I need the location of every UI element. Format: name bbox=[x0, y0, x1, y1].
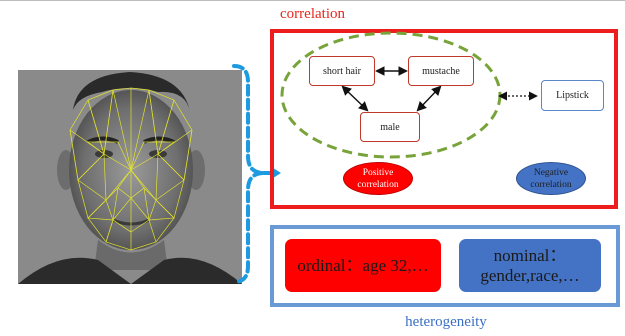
correlation-title: correlation bbox=[280, 6, 345, 22]
ordinal-type: ordinal：age 32,… bbox=[285, 239, 441, 292]
nominal-type: nominal：gender,race,… bbox=[459, 239, 601, 292]
top-divider bbox=[0, 0, 625, 1]
correlation-panel bbox=[270, 29, 618, 209]
node-mustache: mustache bbox=[408, 56, 474, 86]
heterogeneity-title: heterogeneity bbox=[405, 314, 487, 330]
node-lipstick: Lipstick bbox=[541, 80, 604, 111]
positive-correlation-legend: Positive correlation bbox=[343, 162, 413, 195]
node-male: male bbox=[360, 112, 420, 142]
negative-correlation-legend: Negative correlation bbox=[516, 162, 586, 195]
node-short-hair: short hair bbox=[309, 56, 375, 86]
heterogeneity-panel bbox=[270, 225, 620, 307]
face-mesh-image bbox=[18, 70, 242, 284]
